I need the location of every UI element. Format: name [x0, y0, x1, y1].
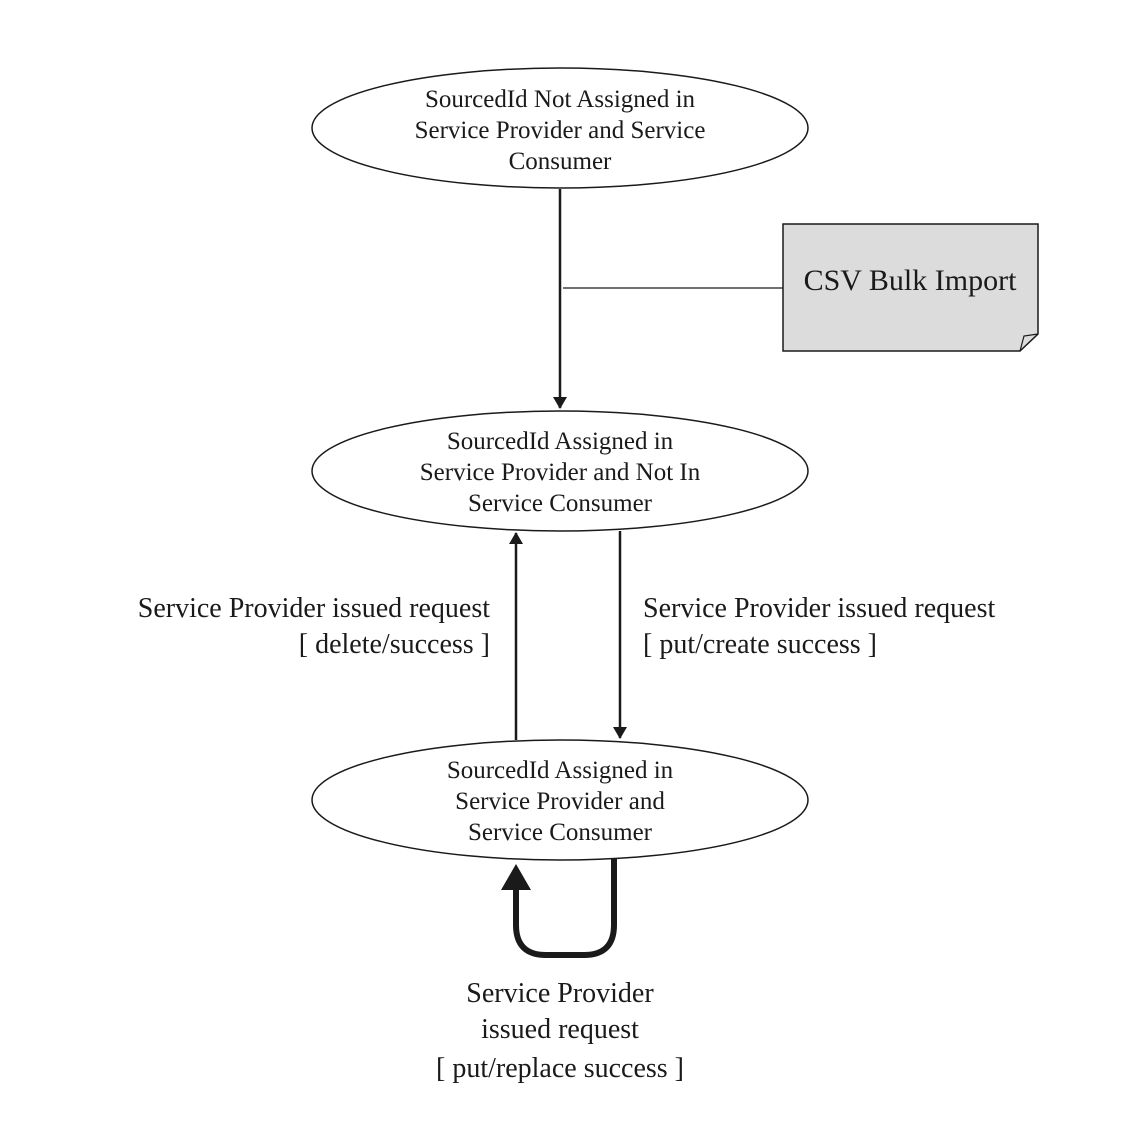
state-fully-assigned: SourcedId Assigned in Service Provider a…	[311, 739, 809, 861]
csv-bulk-import-note: CSV Bulk Import	[782, 223, 1039, 352]
state-provider-only-line-2: Service Provider and Not In	[420, 459, 701, 486]
transition-create-line-1: Service Provider issued request	[643, 593, 995, 624]
transition-create-line-2: [ put/create success ]	[643, 629, 877, 660]
state-provider-only-ellipse	[311, 410, 809, 532]
state-fully-assigned-line-2: Service Provider and	[455, 788, 665, 815]
state-not-assigned-line-3: Consumer	[509, 148, 612, 175]
state-fully-assigned-line-3: Service Consumer	[468, 819, 653, 846]
state-provider-only: SourcedId Assigned in Service Provider a…	[311, 410, 809, 532]
state-not-assigned-ellipse	[311, 67, 809, 189]
state-not-assigned: SourcedId Not Assigned in Service Provid…	[311, 67, 809, 189]
note-shape	[782, 223, 1039, 352]
state-not-assigned-line-1: SourcedId Not Assigned in	[425, 86, 696, 113]
transition-replace-line-1: Service Provider	[466, 978, 654, 1009]
note-folded-corner	[1019, 333, 1039, 352]
state-fully-assigned-ellipse	[311, 739, 809, 861]
transition-replace-line-3: [ put/replace success ]	[436, 1053, 684, 1084]
transition-replace-line-2: issued request	[481, 1014, 639, 1045]
transition-delete-line-2: [ delete/success ]	[299, 629, 490, 660]
state-provider-only-line-3: Service Consumer	[468, 490, 653, 517]
state-not-assigned-line-2: Service Provider and Service	[415, 117, 706, 144]
note-label: CSV Bulk Import	[804, 264, 1017, 297]
transition-delete-line-1: Service Provider issued request	[138, 593, 490, 624]
state-provider-only-line-1: SourcedId Assigned in	[447, 428, 674, 455]
state-fully-assigned-line-1: SourcedId Assigned in	[447, 757, 674, 784]
transition-replace-loop-arrow	[501, 858, 617, 958]
